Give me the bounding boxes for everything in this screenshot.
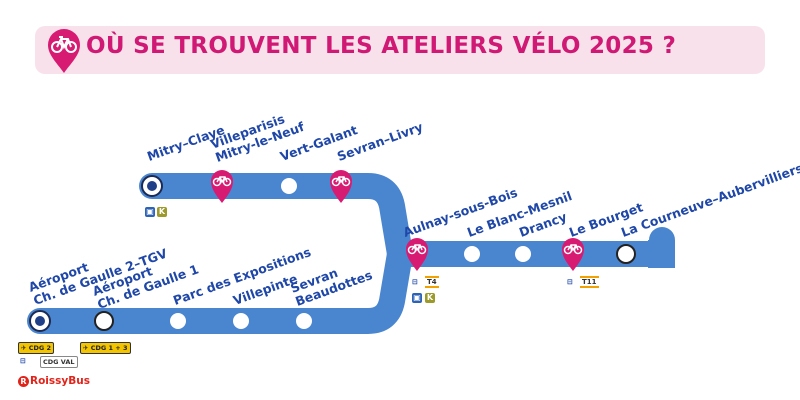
tram-icon: ⊟: [20, 357, 26, 365]
line-trunk-end: [648, 240, 664, 268]
bike-frame: [411, 244, 423, 252]
station-la-courneuve: [616, 244, 636, 264]
train-icon: ▣: [412, 293, 422, 303]
bike-frame: [216, 176, 228, 184]
station-parc-expositions: [170, 313, 186, 329]
tram-t11-badge: T11: [580, 276, 599, 288]
bike-wheel: [331, 177, 341, 187]
cdg2-airport-badge: ✈ CDG 2: [18, 342, 55, 354]
bike-wheel: [417, 245, 427, 255]
bike-wheel: [573, 245, 583, 255]
line-branch-cdg: [27, 241, 413, 334]
line-branch-mitry: [139, 173, 413, 267]
bike-wheel: [212, 177, 222, 187]
bike-wheel: [407, 245, 417, 255]
station-cdg1: [94, 311, 114, 331]
tram-icon: ⊟: [567, 278, 573, 286]
station-drancy: [515, 246, 531, 262]
bike-wheel: [563, 245, 573, 255]
station-blanc-mesnil: [464, 246, 480, 262]
station-sevran-beaudottes: [296, 313, 312, 329]
cdg13-airport-badge: ✈ CDG 1 + 3: [80, 342, 131, 354]
station-vert-galant: [281, 178, 297, 194]
bike-wheel: [222, 177, 232, 187]
cdg-val-badge: CDG VAL: [40, 356, 78, 368]
line-k-badge: K: [157, 207, 167, 217]
tram-icon: ⊟: [412, 278, 418, 286]
station-mitry-claye-dot: [147, 181, 157, 191]
bike-wheel: [341, 177, 351, 187]
station-villepinte: [233, 313, 249, 329]
bike-location-pin-icon: [48, 29, 80, 73]
title-banner: [35, 26, 765, 74]
station-cdg2-dot: [35, 316, 45, 326]
station-sevran-livry-workshop-pin-icon: [330, 170, 352, 203]
page-title: OÙ SE TROUVENT LES ATELIERS VÉLO 2025 ?: [86, 33, 677, 59]
station-villeparisis-workshop-pin-icon: [211, 170, 233, 203]
bike-frame: [567, 244, 579, 252]
line-k-badge: K: [425, 293, 435, 303]
station-aulnay-workshop-pin-icon: [406, 238, 428, 271]
bike-frame: [335, 176, 347, 184]
train-icon: ▣: [145, 207, 155, 217]
station-le-bourget-workshop-pin-icon: [562, 238, 584, 271]
tram-t4-badge: T4: [425, 276, 439, 288]
